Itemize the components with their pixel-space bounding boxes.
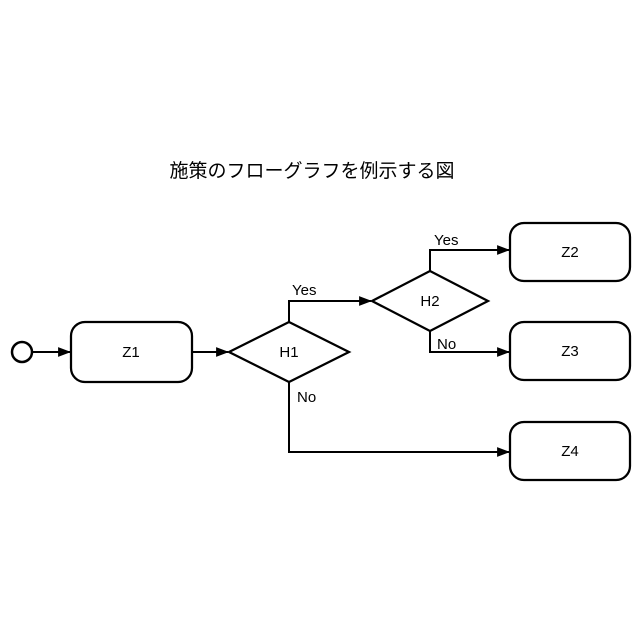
node-z4-label: Z4 <box>561 443 579 460</box>
node-h1-diamond <box>226 320 352 384</box>
figure-title: 施策のフローグラフを例示する図 <box>169 160 454 182</box>
edge-label-h2-yes: Yes <box>434 232 458 249</box>
node-h2-diamond <box>369 269 491 333</box>
edge-line-h1-h2 <box>288 296 373 322</box>
node-z1: Z1 <box>69 320 194 384</box>
node-z2-label: Z2 <box>561 244 579 261</box>
node-z1-label: Z1 <box>122 344 140 361</box>
node-h1-label: H1 <box>279 344 298 361</box>
edge-label-h1-no: No <box>297 389 316 406</box>
node-h2: H2 <box>369 269 491 333</box>
edge-label-h1-yes: Yes <box>292 282 316 299</box>
edge-h2-yes-to-z2: Yes <box>429 232 511 271</box>
edge-label-h2-no: No <box>437 336 456 353</box>
node-z4-box <box>508 420 632 482</box>
edge-line-h1-z4 <box>288 382 511 457</box>
edge-h1-yes-to-h2: Yes <box>288 282 373 322</box>
node-h1: H1 <box>226 320 352 384</box>
edge-h1-no-to-z4: No <box>288 382 511 457</box>
node-z1-box <box>69 320 194 384</box>
node-z2: Z2 <box>508 221 632 283</box>
node-z2-box <box>508 221 632 283</box>
node-z3-label: Z3 <box>561 343 579 360</box>
start-circle-icon <box>10 340 34 364</box>
node-z4: Z4 <box>508 420 632 482</box>
node-z3: Z3 <box>508 320 632 382</box>
node-z3-box <box>508 320 632 382</box>
node-h2-label: H2 <box>420 293 439 310</box>
edge-line-h2-z3 <box>429 331 511 357</box>
node-start <box>10 340 34 364</box>
edge-line-h2-z2 <box>429 245 511 271</box>
edge-h2-no-to-z3: No <box>429 331 511 357</box>
